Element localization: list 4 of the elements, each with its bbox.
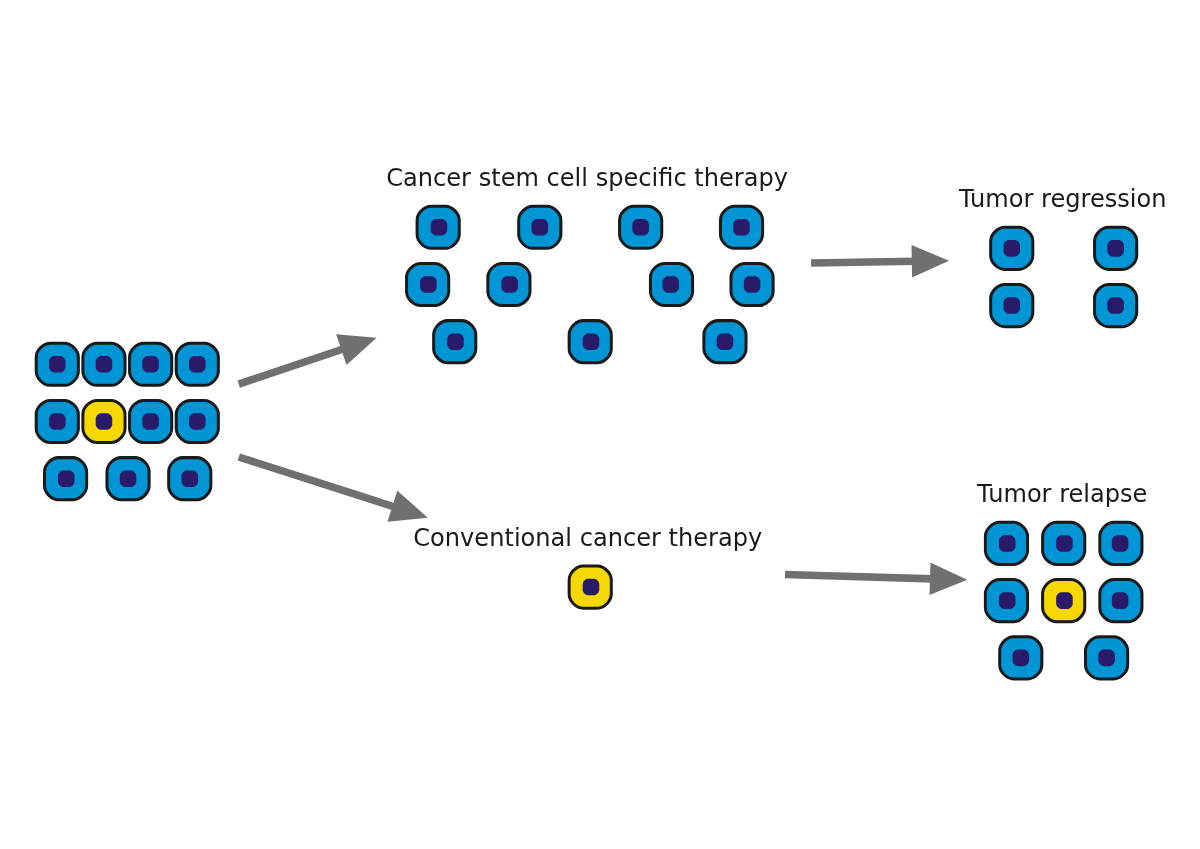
- node-label: Tumor regression: [959, 185, 1167, 214]
- node-label: Tumor relapse: [977, 480, 1148, 509]
- node-label: Cancer stem cell specific therapy: [386, 164, 788, 193]
- node-label: Conventional cancer therapy: [413, 524, 763, 553]
